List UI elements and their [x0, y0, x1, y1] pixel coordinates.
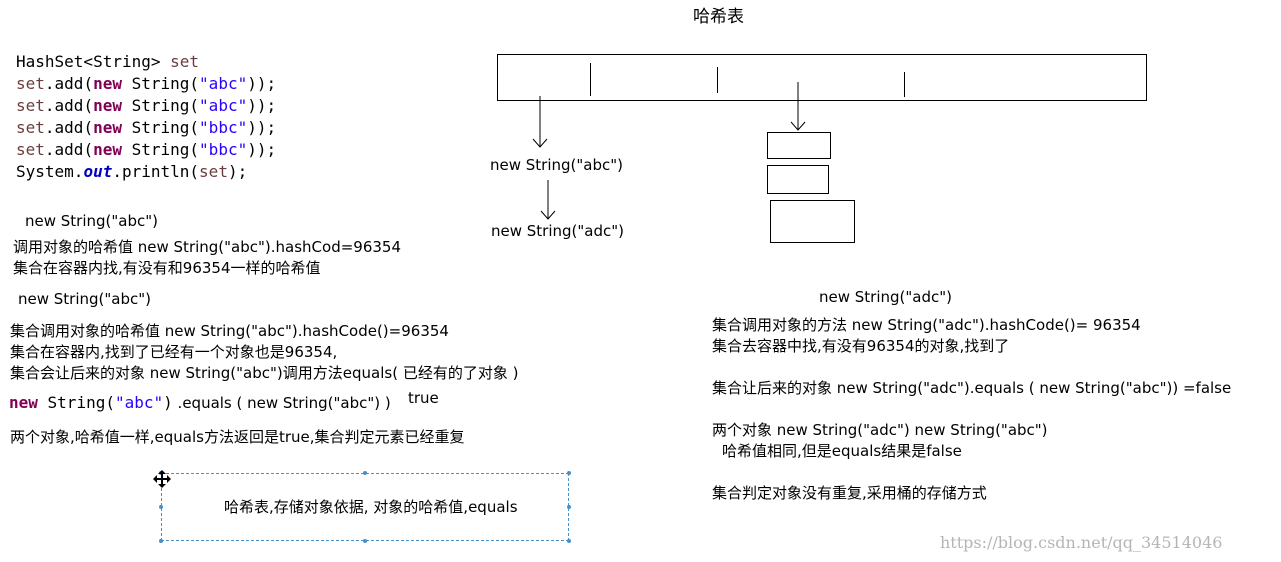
arrow-down-icon: [540, 180, 556, 220]
left-line-3: 集合在容器内找,有没有和96354一样的哈希值: [13, 259, 321, 277]
note-text: 哈希表,存储对象依据, 对象的哈希值,equals: [224, 498, 518, 516]
right-line-3: 集合让后来的对象 new String("adc").equals ( new …: [712, 379, 1232, 397]
left-line-6: 集合在容器内,找到了已经有一个对象也是96354,: [10, 343, 338, 361]
resize-handle[interactable]: [363, 471, 367, 475]
bucket-box: [770, 200, 855, 243]
left-line-7: 集合会让后来的对象 new String("abc")调用方法equals( 已…: [10, 364, 519, 382]
resize-handle[interactable]: [567, 539, 571, 543]
code-line-add: set.add(new String("bbc"));: [16, 140, 277, 159]
right-line-2: 集合去容器中找,有没有96354的对象,找到了: [712, 337, 1010, 355]
move-cursor-icon: [153, 470, 171, 488]
code-line-print: System.out.println(set);: [16, 162, 248, 181]
code-line-add: set.add(new String("abc"));: [16, 74, 277, 93]
right-line-5: 哈希值相同,但是equals结果是false: [722, 442, 962, 460]
left-line-1: new String("abc"): [25, 212, 159, 230]
code-type: HashSet<String>: [16, 52, 161, 71]
resize-handle[interactable]: [159, 505, 163, 509]
equals-result-true: true: [408, 389, 439, 407]
chain-node-abc: new String("abc"): [490, 156, 624, 174]
arrow-down-icon: [532, 96, 548, 148]
note-textbox[interactable]: 哈希表,存储对象依据, 对象的哈希值,equals: [161, 473, 569, 541]
bucket-box: [767, 165, 829, 194]
left-line-8: new String("abc") .equals ( new String("…: [9, 393, 391, 412]
left-line-2: 调用对象的哈希值 new String("abc").hashCod=96354: [13, 238, 402, 256]
chain-node-adc: new String("adc"): [491, 222, 625, 240]
watermark: https://blog.csdn.net/qq_34514046: [940, 533, 1223, 552]
code-line-add: set.add(new String("bbc"));: [16, 118, 277, 137]
arrow-down-icon: [790, 82, 806, 131]
code-line-add: set.add(new String("abc"));: [16, 96, 277, 115]
right-line-1: 集合调用对象的方法 new String("adc").hashCode()= …: [712, 316, 1141, 334]
right-line-6: 集合判定对象没有重复,采用桶的存储方式: [712, 484, 987, 502]
code-line-declaration: HashSet<String> set: [16, 51, 276, 73]
code-block: HashSet<String> set set.add(new String("…: [16, 51, 276, 183]
hash-table-array: [497, 54, 1147, 101]
left-line-5: 集合调用对象的哈希值 new String("abc").hashCode()=…: [10, 322, 449, 340]
code-var: set: [170, 52, 200, 71]
left-line-4: new String("abc"): [18, 290, 152, 308]
right-line-4: 两个对象 new String("adc") new String("abc"): [712, 421, 1048, 439]
page-title: 哈希表: [693, 7, 744, 27]
resize-handle[interactable]: [363, 539, 367, 543]
resize-handle[interactable]: [567, 505, 571, 509]
right-line-0: new String("adc"): [819, 288, 953, 306]
left-line-9: 两个对象,哈希值一样,equals方法返回是true,集合判定元素已经重复: [10, 428, 465, 446]
resize-handle[interactable]: [567, 471, 571, 475]
resize-handle[interactable]: [159, 539, 163, 543]
bucket-box: [767, 132, 831, 159]
